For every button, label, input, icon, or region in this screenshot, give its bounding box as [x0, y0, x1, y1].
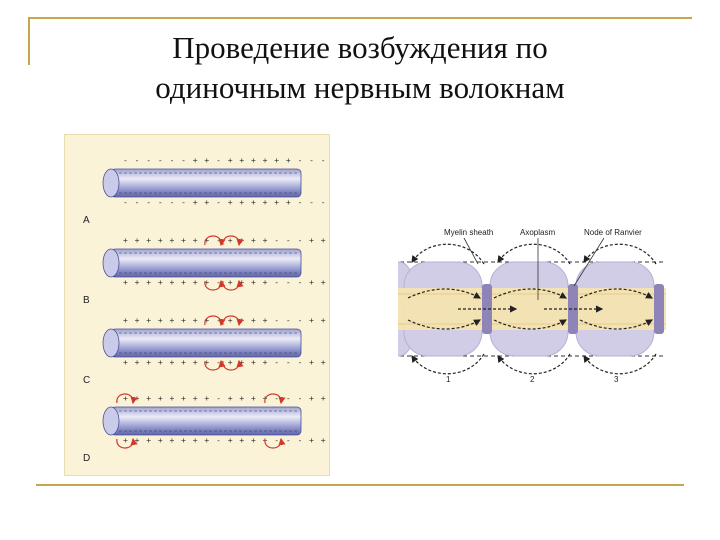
local-current-loop-bottom-2 [222, 279, 244, 291]
segment-number-1: 1 [446, 375, 451, 384]
slide-title: Проведение возбуждения по одиночным нерв… [60, 28, 660, 108]
node-of-ranvier-1 [482, 284, 492, 334]
slide-frame-bottom [36, 484, 684, 486]
axon-end-cap [102, 328, 120, 358]
panel-label-c: C [83, 375, 90, 386]
myelin-callout-line [463, 237, 479, 265]
charge-row-bottom: + + + + + + + + - + + + + - - - + + + + … [123, 436, 329, 445]
node-of-ranvier-2 [568, 284, 578, 334]
node-callout-line [573, 237, 605, 287]
myelin-sheath-label: Myelin sheath [444, 228, 493, 237]
slide-frame-top [28, 17, 692, 19]
charge-row-bottom: - - - - - - + + - + + + + + + - - - - - … [123, 198, 329, 207]
axoplasm-band [398, 288, 666, 330]
axon-panel-a: - - - - - - + + - + + + + + + - - - - - … [102, 156, 329, 207]
local-current-loop-top-1 [204, 315, 226, 327]
current-loop-bottom-3 [583, 353, 657, 375]
internal-current-3a [579, 288, 654, 299]
axon-end-cap [102, 168, 120, 198]
unmyelinated-conduction-diagram: - - - - - - + + - + + + + + + - - - - - … [64, 134, 330, 476]
internal-current-2a [493, 288, 568, 299]
internal-current-3b [579, 319, 654, 330]
charge-row-top: + + + + + + + + - + + + + - - - + + + + … [123, 394, 329, 403]
slide-title-line-1: Проведение возбуждения по [172, 30, 548, 65]
local-current-loop-bottom-2 [264, 437, 286, 449]
current-loop-bottom-1 [411, 353, 485, 375]
charge-row-bottom: + + + + + + + + - + + + + - - - + + + + … [123, 278, 329, 287]
local-current-loop-top-1 [204, 235, 226, 247]
myelinated-axon-figure: Myelin sheath Axoplasm Node of Ranvier 1… [398, 228, 666, 384]
unmyelinated-axon-figure: - - - - - - + + - + + + + + + - - - - - … [83, 156, 329, 464]
axoplasm-label: Axoplasm [520, 228, 555, 237]
current-loop-top-3 [583, 243, 657, 265]
saltatory-conduction-diagram: Myelin sheath Axoplasm Node of Ranvier 1… [398, 224, 666, 388]
segment-number-2: 2 [530, 375, 535, 384]
axon-panel-b: + + + + + + + + - + + + + - - - + + + + … [102, 235, 329, 291]
axon-panel-c: + + + + + + + + - + + + + - - - + + + + … [102, 315, 329, 371]
local-current-loop-bottom-1 [116, 437, 138, 449]
axon-end-cap [102, 248, 120, 278]
local-current-loop-top-2 [222, 315, 244, 327]
slide-frame-left [28, 17, 30, 65]
current-loop-top-1 [411, 243, 485, 265]
charge-row-bottom: + + + + + + + + - + + + + - - - + + + + … [123, 358, 329, 367]
local-current-loop-top-2 [264, 393, 286, 405]
node-of-ranvier-3 [654, 284, 664, 334]
panel-label-b: B [83, 295, 90, 306]
internal-current-1a [407, 288, 482, 299]
local-current-loop-top-2 [222, 235, 244, 247]
local-current-loop-bottom-1 [204, 279, 226, 291]
axon-panel-d: + + + + + + + + - + + + + - - - + + + + … [102, 393, 329, 449]
current-loop-top-2 [497, 243, 571, 265]
internal-current-2b [493, 319, 568, 330]
charge-row-top: - - - - - - + + - + + + + + + - - - - - … [123, 156, 329, 165]
node-of-ranvier-label: Node of Ranvier [584, 228, 642, 237]
panel-label-d: D [83, 453, 90, 464]
segment-number-3: 3 [614, 375, 619, 384]
local-current-loop-bottom-2 [222, 359, 244, 371]
slide-title-line-2: одиночным нервным волокнам [155, 70, 565, 105]
panel-label-a: A [83, 215, 90, 226]
charge-row-top: + + + + + + + + - + + + + - - - + + + + … [123, 236, 329, 245]
local-current-loop-top-1 [116, 393, 138, 405]
internal-current-1b [407, 319, 482, 330]
axon-end-cap [102, 406, 120, 436]
current-loop-bottom-2 [497, 353, 571, 375]
charge-row-top: + + + + + + + + - + + + + - - - + + + + … [123, 316, 329, 325]
local-current-loop-bottom-1 [204, 359, 226, 371]
